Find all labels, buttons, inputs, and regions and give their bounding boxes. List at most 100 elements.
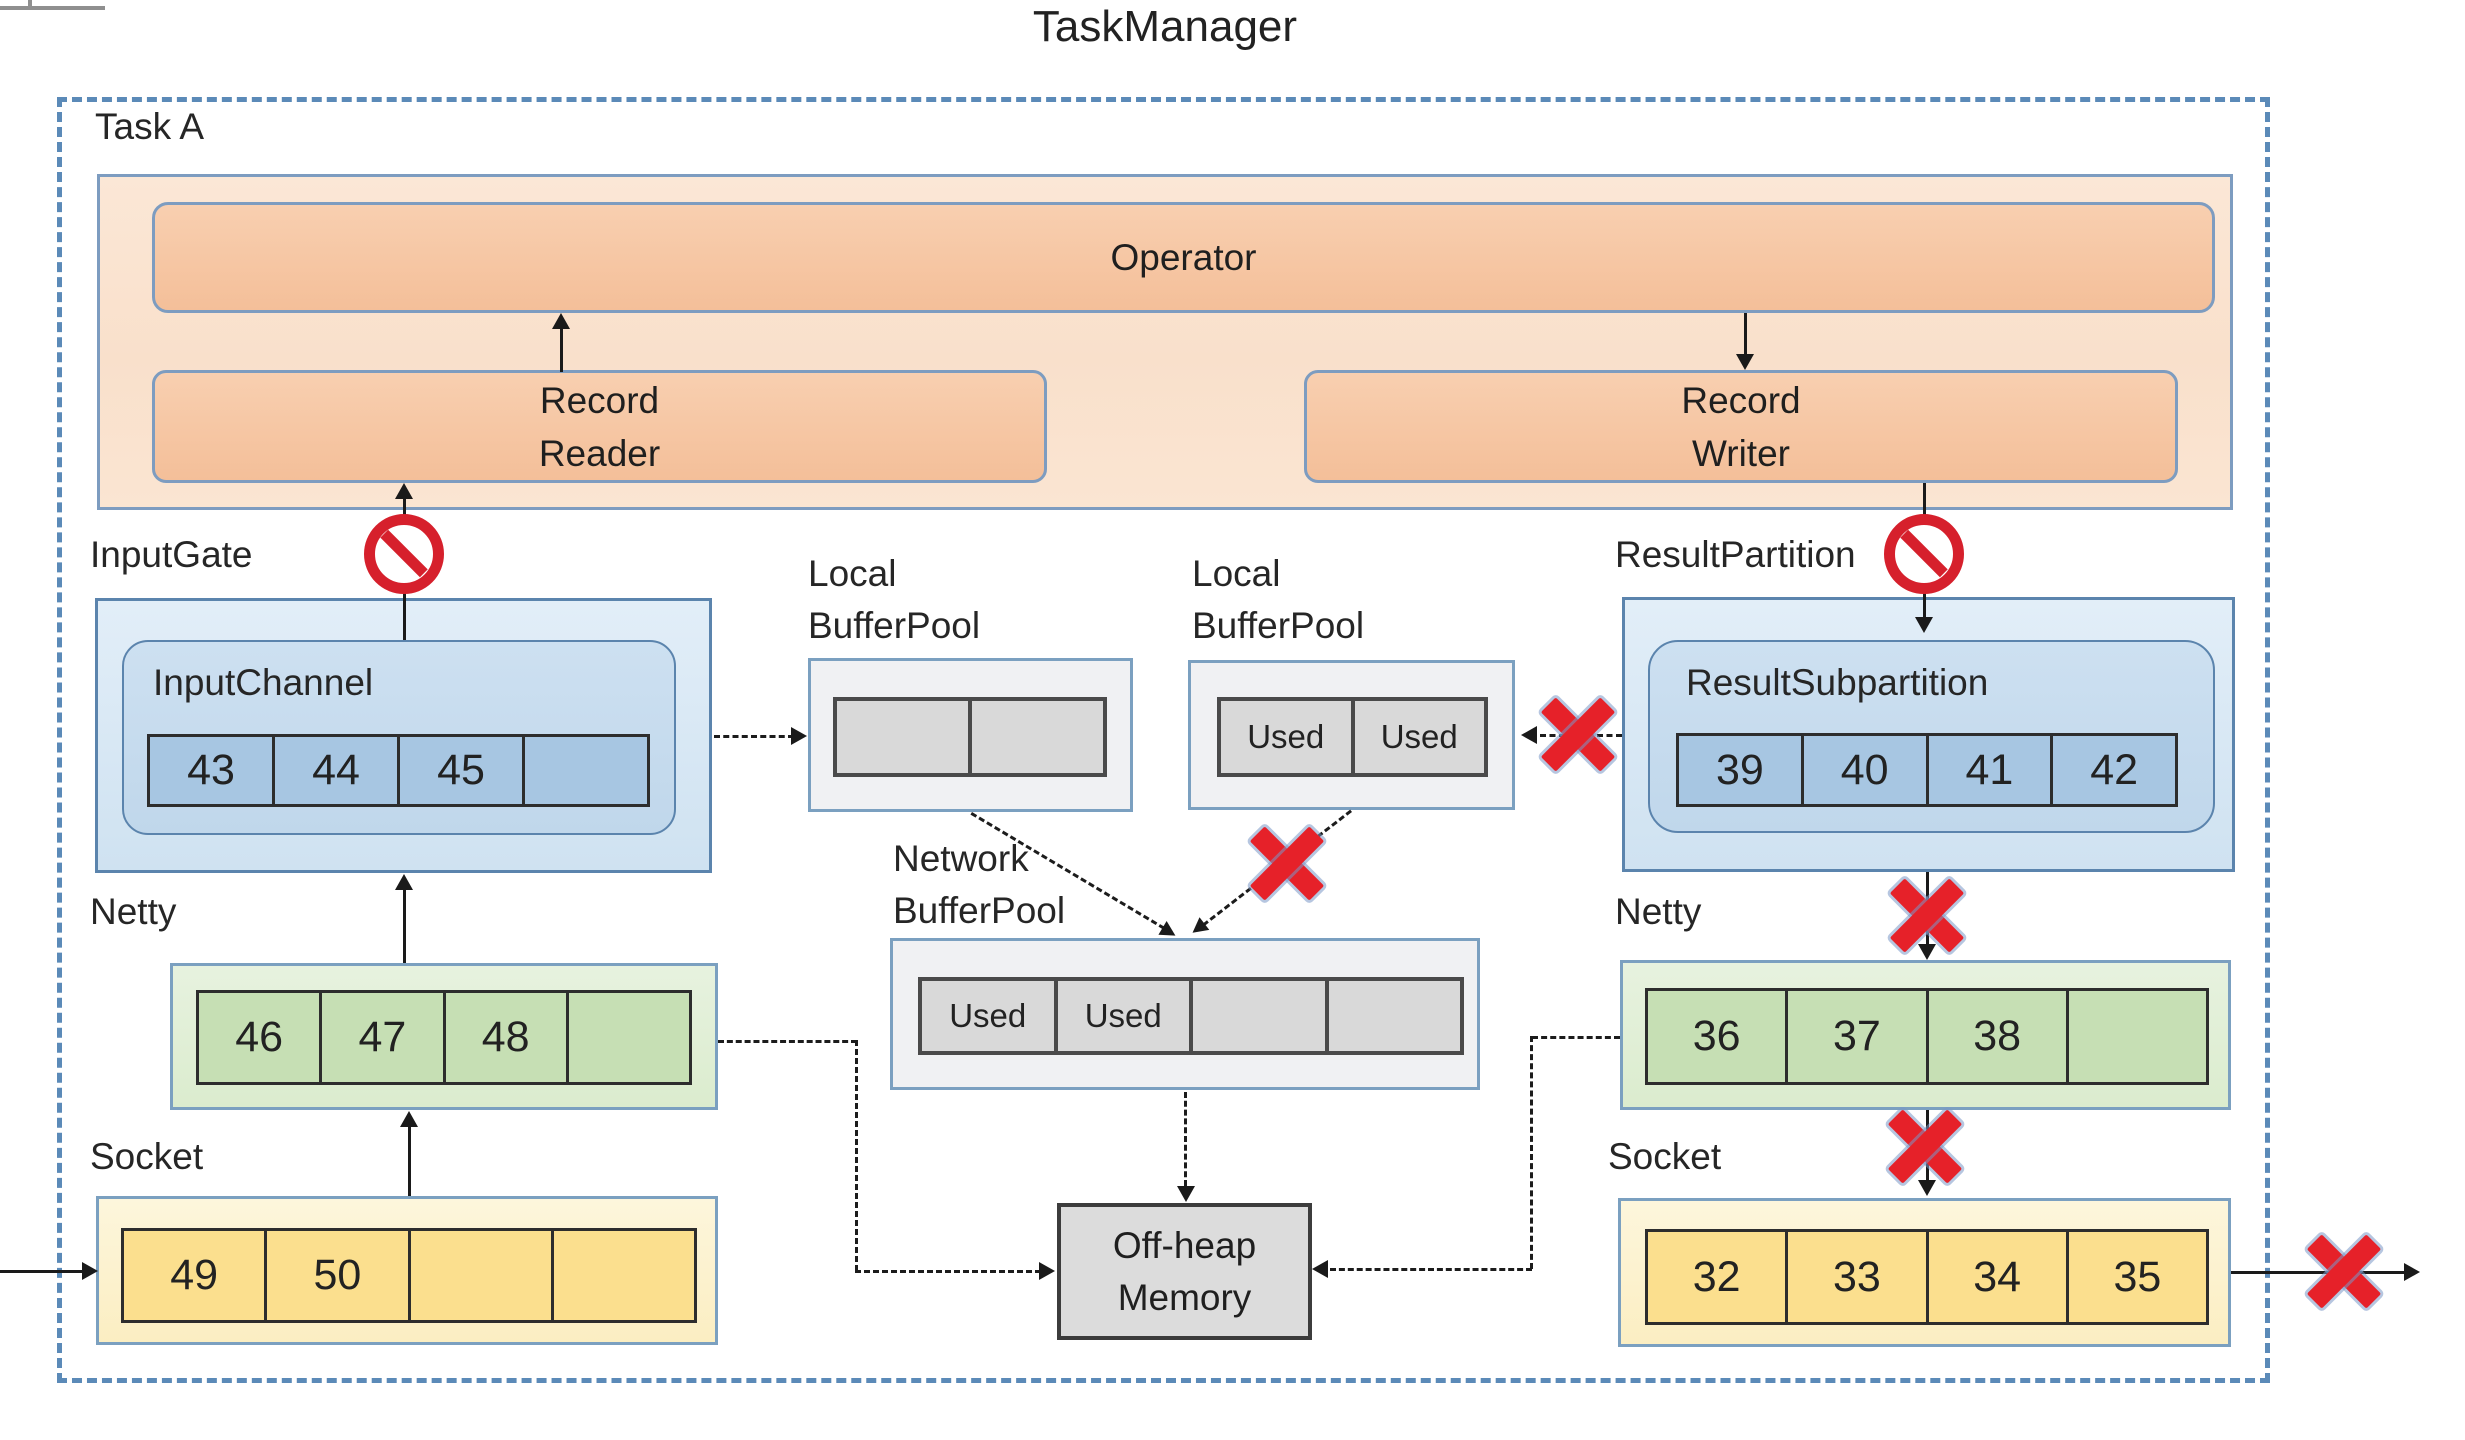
buffer-cell: 44 [272,734,400,807]
arrowhead-up-icon [552,313,570,329]
local-bufferpool-left-label: Local BufferPool [808,548,980,652]
dashed-link-inputgate-to-lbp [714,735,794,738]
buffer-cell [407,1228,554,1323]
flow-line-operator-to-writer [1744,313,1747,357]
network-bufferpool-label: Network BufferPool [893,833,1065,937]
off-heap-label-line1: Off-heap [1112,1224,1257,1266]
buffer-cell: 48 [442,990,569,1085]
buffer-cell: Used [918,977,1058,1055]
dashed-link-nbp-to-offheap [1184,1092,1187,1186]
socket-right-row: 32 33 34 35 [1645,1229,2209,1325]
buffer-cell: 33 [1785,1229,1929,1325]
buffer-cell [1324,977,1464,1055]
buffer-cell: 35 [2065,1229,2209,1325]
record-reader-box: Record Reader [152,370,1047,483]
dashed-link-netty-left-elbow-side [855,1040,858,1271]
buffer-cell: 38 [1925,988,2069,1085]
prohibition-icon [364,514,444,594]
buffer-cell: Used [1217,697,1355,777]
arrowhead-left-icon [1312,1260,1328,1278]
blocked-x-icon [1887,876,1967,956]
buffer-cell [968,697,1107,777]
arrowhead-down-icon [1177,1186,1195,1202]
input-gate-label: InputGate [90,534,253,575]
flow-line-socket-to-netty [408,1125,411,1196]
socket-right-label: Socket [1608,1136,1722,1177]
local-bufferpool-right-row: Used Used [1217,697,1488,777]
blocked-x-icon [1247,824,1327,904]
buffer-cell [2065,988,2209,1085]
buffer-cell: 50 [264,1228,411,1323]
buffer-cell: 46 [196,990,323,1085]
flow-line-netty-to-inputgate [403,888,406,963]
off-heap-memory-box: Off-heap Memory [1057,1203,1312,1340]
buffer-cell: 36 [1645,988,1789,1085]
prohibition-icon [1884,514,1964,594]
label-line: BufferPool [1192,605,1365,646]
buffer-cell: Used [1053,977,1193,1055]
record-writer-label-line1: Record [1681,379,1801,421]
arrowhead-up-icon [395,874,413,890]
operator-box: Operator [152,202,2215,313]
blocked-x-icon [1538,695,1618,775]
label-line: Local [808,553,897,594]
dashed-link-netty-right-elbow-side [1530,1036,1533,1269]
buffer-cell: 42 [2050,733,2178,807]
socket-left-label: Socket [90,1136,204,1177]
netty-left-row: 46 47 48 [196,990,692,1085]
buffer-cell: 32 [1645,1229,1789,1325]
netty-left-label: Netty [90,891,177,932]
arrowhead-right-icon [2404,1263,2420,1281]
arrowhead-right-icon [82,1262,98,1280]
record-reader-label-line2: Reader [538,432,661,474]
buffer-cell [522,734,650,807]
buffer-cell: Used [1350,697,1488,777]
dashed-link-netty-left-elbow-bottom [855,1270,1041,1273]
dashed-link-netty-right-elbow-bottom [1330,1268,1532,1271]
flow-line-reader-to-operator [560,327,563,372]
arrowhead-up-icon [395,483,413,499]
local-bufferpool-right-label: Local BufferPool [1192,548,1364,652]
record-writer-box: Record Writer [1304,370,2178,483]
arrowhead-up-icon [400,1111,418,1127]
arrowhead-right-icon [791,727,807,745]
buffer-cell: 49 [121,1228,268,1323]
arrowhead-right-icon [1039,1262,1055,1280]
network-bufferpool-row: Used Used [918,977,1464,1055]
task-a-label: Task A [95,106,204,147]
buffer-cell [833,697,972,777]
buffer-cell: 39 [1676,733,1804,807]
netty-right-row: 36 37 38 [1645,988,2209,1085]
incoming-data-arrow [0,1270,84,1273]
arrowhead-down-icon [1736,354,1754,370]
netty-right-label: Netty [1615,891,1702,932]
blocked-x-icon [2304,1232,2384,1312]
record-reader-label-line1: Record [539,379,660,421]
record-writer-label-line2: Writer [1692,432,1790,474]
blocked-x-icon [1885,1107,1965,1187]
operator-label: Operator [1110,237,1257,278]
socket-left-row: 49 50 [121,1228,697,1323]
diagram-title: TaskManager [1032,2,1298,51]
label-line: BufferPool [893,890,1066,931]
task-a-dashed-border [57,97,2270,1383]
dashed-link-netty-left-elbow-top [718,1040,857,1043]
off-heap-label-line2: Memory [1117,1276,1252,1318]
buffer-cell: 40 [1800,733,1929,807]
buffer-cell: 41 [1925,733,2054,807]
buffer-cell: 43 [147,734,275,807]
buffer-cell [550,1228,697,1323]
dashed-link-netty-right-elbow-top [1532,1036,1620,1039]
local-bufferpool-left-row [833,697,1107,777]
label-line: BufferPool [808,605,981,646]
buffer-cell: 45 [397,734,525,807]
label-line: Local [1192,553,1281,594]
screenshot-artifact-line [0,6,105,10]
result-subpartition-buffer-row: 39 40 41 42 [1676,733,2178,807]
result-partition-label: ResultPartition [1615,534,1856,575]
buffer-cell: 37 [1785,988,1929,1085]
buffer-cell [565,990,692,1085]
buffer-cell [1189,977,1329,1055]
buffer-cell: 34 [1925,1229,2069,1325]
